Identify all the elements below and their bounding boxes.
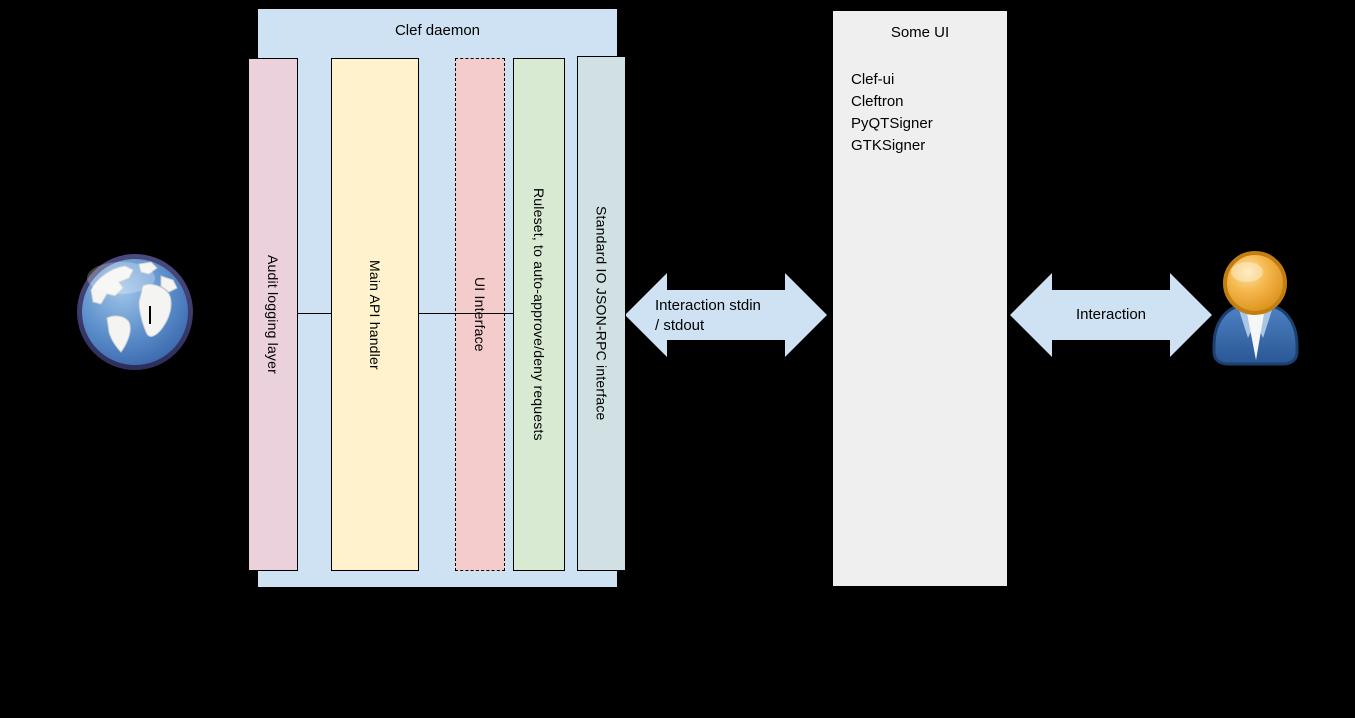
stdin-stdout-arrow-label: Interaction stdin / stdout [655,297,761,334]
connector-audit-to-api [298,313,331,314]
list-item: PyQTSigner [851,115,933,132]
some-ui-title: Some UI [890,24,950,41]
person-icon [1206,250,1305,370]
audit-logging-layer-label: Audit logging layer [265,255,281,374]
ruleset-label: Ruleset, to auto-approve/deny requests [531,188,547,441]
main-api-handler-bar: Main API handler [331,58,419,571]
main-api-handler-label: Main API handler [367,259,383,370]
clef-daemon-title: Clef daemon [394,22,481,39]
stdio-jsonrpc-bar: Standard IO JSON-RPC interface [577,56,626,571]
globe-icon [77,252,194,372]
list-item: Clef-ui [851,71,895,88]
stdio-jsonrpc-label: Standard IO JSON-RPC interface [593,206,610,421]
ui-interface-bar: UI Interface [455,58,505,571]
some-ui-list: Clef-ui Cleftron PyQTSigner GTKSigner [851,69,999,157]
ruleset-bar: Ruleset, to auto-approve/deny requests [513,58,565,571]
globe-stray-line [149,306,151,324]
audit-logging-layer-bar: Audit logging layer [248,58,298,571]
list-item: Cleftron [851,93,904,110]
interaction-arrow-label: Interaction [1075,305,1147,323]
stdin-stdout-arrow: Interaction stdin / stdout [625,273,827,357]
list-item: GTKSigner [851,137,926,154]
interaction-arrow: Interaction [1010,273,1212,357]
connector-api-to-ruleset [419,313,513,314]
some-ui-box: Some UI Clef-ui Cleftron PyQTSigner GTKS… [832,10,1008,587]
ui-interface-label: UI Interface [472,277,488,352]
